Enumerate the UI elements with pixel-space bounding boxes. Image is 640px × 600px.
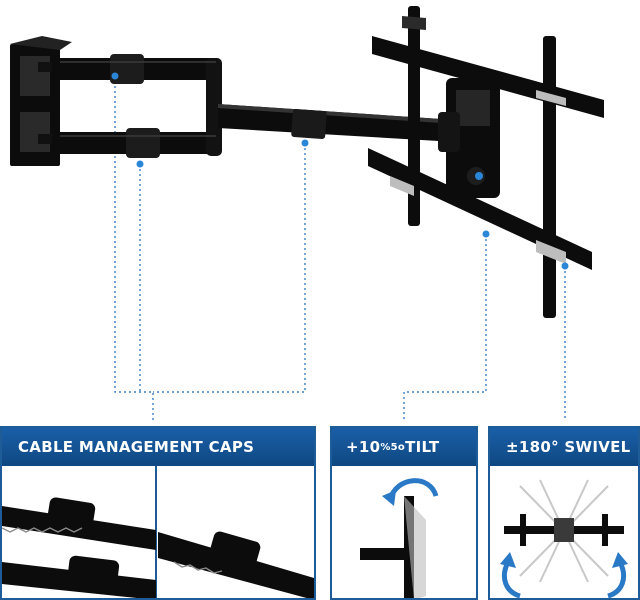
tilt-suffix: TILT: [405, 438, 440, 456]
tilt-head: [438, 78, 500, 198]
marker-dots: [111, 72, 569, 270]
tilt-prefix: +10: [346, 438, 381, 456]
center-arm: [218, 104, 456, 142]
tilt-diagram: [360, 478, 439, 598]
cable-caps-closeup: [2, 466, 314, 598]
cable-management-panel: CABLE MANAGEMENT CAPS: [0, 426, 316, 600]
tilt-title: +10 % 5o TILT: [332, 428, 476, 466]
swivel-arrow-left-icon: [502, 560, 521, 598]
tilt-panel: +10 % 5o TILT: [330, 426, 478, 600]
tilt-down-value: 5o: [390, 441, 406, 453]
wall-mount-drawing: [10, 6, 604, 420]
swivel-arrow-right-icon: [607, 560, 626, 598]
wall-plate: [10, 36, 72, 166]
swivel-panel: ±180° SWIVEL: [488, 426, 640, 600]
swivel-title: ±180° SWIVEL: [490, 428, 638, 466]
extension-arms: [52, 54, 222, 158]
tv-bracket: [368, 6, 604, 318]
swivel-diagram: [500, 479, 628, 598]
cable-management-title: CABLE MANAGEMENT CAPS: [2, 428, 314, 466]
cable-zigzag-2: [173, 561, 223, 574]
leader-lines: [114, 76, 566, 420]
cable-zigzag-1: [2, 527, 83, 533]
tilt-up-value: %: [380, 441, 391, 453]
